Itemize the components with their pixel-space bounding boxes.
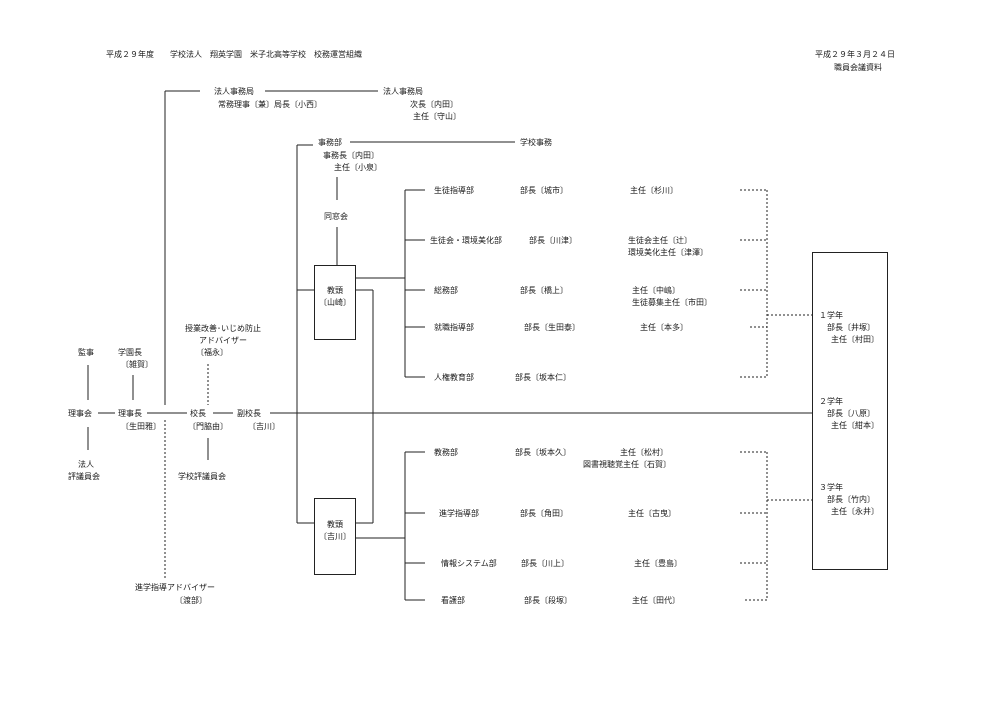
office-dept-title: 事務部 [318, 138, 342, 147]
alumni-association: 同窓会 [324, 212, 348, 221]
board-of-directors: 理事会 [68, 409, 92, 418]
office-dept-chief: 主任〔小泉〕 [334, 163, 382, 172]
grade-box: １学年 部長〔井塚〕 主任〔村田〕 ２学年 部長〔八原〕 主任〔紺本〕 ３学年 … [812, 252, 888, 570]
corporate-office-b-chief: 主任〔守山〕 [413, 112, 461, 121]
auditor-label: 監事 [78, 348, 94, 357]
dept-head: 部長〔生田泰〕 [524, 323, 580, 332]
dept-head: 部長〔角田〕 [520, 509, 568, 518]
grade-chief: 主任〔村田〕 [831, 335, 879, 344]
vice-principal-name: 〔吉川〕 [248, 422, 280, 431]
dept-chief: 生徒会主任〔辻〕 [628, 236, 692, 245]
corporate-office-b: 法人事務局 [383, 87, 423, 96]
grade-name: ３学年 [819, 483, 843, 492]
dept-head: 部長〔段塚〕 [524, 596, 572, 605]
grade-head: 部長〔竹内〕 [827, 495, 875, 504]
head-teacher-1-title: 教頭 [327, 286, 343, 295]
dept-head: 部長〔橋上〕 [520, 286, 568, 295]
dept-name: 看護部 [441, 596, 465, 605]
dept-name: 教務部 [434, 448, 458, 457]
dept-chief-2: 環境美化主任〔津澤〕 [628, 248, 708, 257]
corporate-office-b-deputy: 次長〔内田〕 [410, 100, 458, 109]
head-teacher-2-name: 〔吉川〕 [319, 532, 351, 541]
entrance-advisor-name: 〔渡部〕 [175, 596, 207, 605]
dept-name: 就職指導部 [434, 323, 474, 332]
corporate-office-a-head: 常務理事〔兼〕局長〔小西〕 [218, 100, 322, 109]
academy-head-title: 学園長 [118, 348, 142, 357]
school-office: 学校事務 [520, 138, 552, 147]
corporate-office-a: 法人事務局 [214, 87, 254, 96]
vice-principal-title: 副校長 [237, 409, 261, 418]
principal-title: 校長 [190, 409, 206, 418]
board-of-councilors: 評議員会 [68, 472, 100, 481]
document-title: 平成２９年度 学校法人 翔英学園 米子北高等学校 校務運営組織 [106, 50, 362, 59]
dept-name: 生徒会・環境美化部 [430, 236, 502, 245]
dept-chief: 主任〔本多〕 [640, 323, 688, 332]
chairman-name: 〔生田雅〕 [121, 422, 161, 431]
dept-name: 総務部 [434, 286, 458, 295]
chairman-title: 理事長 [118, 409, 142, 418]
dept-chief: 主任〔中嶋〕 [632, 286, 680, 295]
grade-head: 部長〔井塚〕 [827, 323, 875, 332]
dept-chief-2: 図書視聴覚主任〔石賀〕 [583, 460, 671, 469]
dept-chief: 主任〔田代〕 [632, 596, 680, 605]
grade-chief: 主任〔紺本〕 [831, 421, 879, 430]
dept-chief: 主任〔杉川〕 [630, 186, 678, 195]
head-teacher-2-title: 教頭 [327, 520, 343, 529]
dept-head: 部長〔城市〕 [520, 186, 568, 195]
corporate-label: 法人 [78, 460, 94, 469]
dept-head: 部長〔川津〕 [529, 236, 577, 245]
dept-chief: 主任〔古曳〕 [628, 509, 676, 518]
dept-name: 進学指導部 [439, 509, 479, 518]
office-dept-head: 事務長〔内田〕 [323, 151, 379, 160]
dept-chief: 主任〔松村〕 [620, 448, 668, 457]
grade-head: 部長〔八原〕 [827, 409, 875, 418]
dept-name: 生徒指導部 [434, 186, 474, 195]
academy-head-name: 〔雑賀〕 [121, 360, 153, 369]
dept-chief-2: 生徒募集主任〔市田〕 [632, 298, 712, 307]
dept-name: 情報システム部 [441, 559, 497, 568]
dept-name: 人権教育部 [434, 373, 474, 382]
grade-name: ２学年 [819, 397, 843, 406]
advisor-label: 授業改善･いじめ防止 [185, 324, 261, 333]
grade-name: １学年 [819, 311, 843, 320]
head-teacher-box-1: 教頭 〔山崎〕 [314, 265, 356, 340]
entrance-advisor-label: 進学指導アドバイザー [135, 583, 215, 592]
dept-chief: 主任〔豊島〕 [634, 559, 682, 568]
document-type: 職員会議資料 [834, 63, 882, 72]
principal-name: 〔門脇由〕 [188, 422, 228, 431]
dept-head: 部長〔坂本仁〕 [515, 373, 571, 382]
document-date: 平成２９年３月２４日 [815, 50, 895, 59]
head-teacher-box-2: 教頭 〔吉川〕 [314, 498, 356, 575]
dept-head: 部長〔坂本久〕 [515, 448, 571, 457]
dept-head: 部長〔川上〕 [521, 559, 569, 568]
grade-chief: 主任〔永井〕 [831, 507, 879, 516]
school-councilors: 学校評議員会 [178, 472, 226, 481]
advisor-name: 〔福永〕 [196, 348, 228, 357]
head-teacher-1-name: 〔山崎〕 [319, 298, 351, 307]
advisor-label-2: アドバイザー [199, 336, 247, 345]
